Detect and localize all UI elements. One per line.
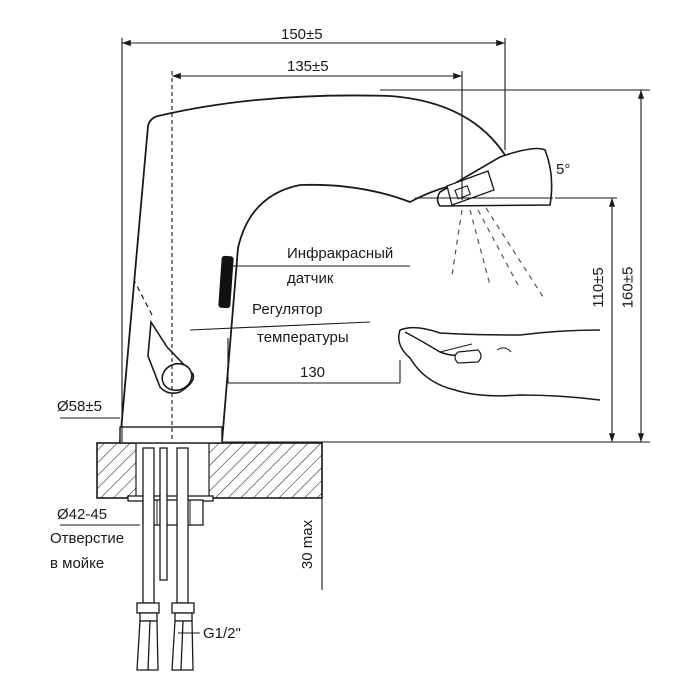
sensor-label-line1: Инфракрасный	[287, 245, 394, 262]
spout-angle-label: 5°	[556, 161, 571, 178]
regulator-label-line1: Регулятор	[252, 301, 323, 318]
temperature-regulator	[134, 281, 195, 394]
dimension-lines	[60, 38, 650, 634]
overall-width-label: 150±5	[281, 26, 323, 43]
hole-label-line1: Отверстие	[50, 530, 125, 547]
water-spray	[451, 207, 546, 301]
hole-diameter-label: Ø42-45	[57, 506, 108, 523]
spout-tip	[436, 147, 553, 207]
hand	[398, 326, 601, 401]
regulator-label-line2: температуры	[257, 329, 349, 346]
spout-reach-label: 135±5	[287, 58, 329, 75]
max-thickness-label: 30 max	[299, 519, 317, 570]
supply-hoses	[136, 447, 195, 671]
sensor-distance-label: 130	[300, 364, 326, 381]
base-diameter-label: Ø58±5	[57, 398, 102, 415]
sensor-label-line2: датчик	[287, 270, 334, 287]
connection-thread-label: G1/2"	[203, 625, 241, 642]
spout-height-label: 110±5	[589, 267, 607, 308]
infrared-sensor	[218, 255, 234, 309]
countertop	[96, 442, 323, 526]
total-height-label: 160±5	[619, 266, 637, 309]
hole-label-line2: в мойке	[50, 555, 105, 572]
